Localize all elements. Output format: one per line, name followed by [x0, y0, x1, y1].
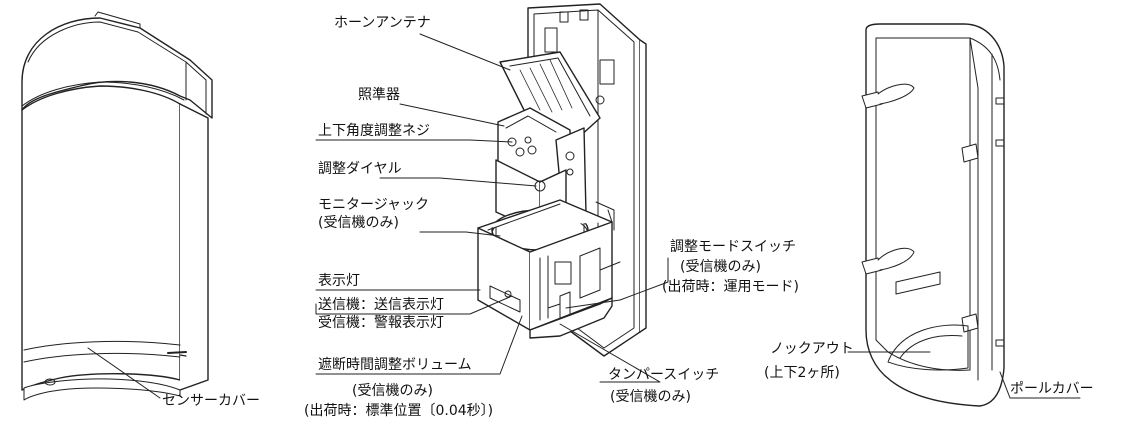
label-sensor-cover: センサーカバー	[162, 393, 260, 409]
label-sight: 照準器	[358, 87, 400, 103]
label-adjust-mode-note1: (受信機のみ)	[680, 259, 761, 275]
label-knockout: ノックアウト	[770, 341, 854, 357]
label-monitor-jack: モニタージャック	[318, 197, 430, 213]
label-indicator-lamp: 表示灯	[318, 273, 360, 289]
label-adjust-mode-note2: (出荷時：運用モード)	[662, 279, 799, 295]
label-cutoff-volume: 遮断時間調整ボリューム	[318, 357, 472, 373]
label-knockout-note: (上下2ヶ所)	[764, 365, 840, 381]
label-adjust-mode-switch: 調整モードスイッチ	[670, 239, 796, 255]
sensor-cover-drawing	[21, 11, 213, 401]
label-monitor-jack-note: (受信機のみ)	[318, 215, 399, 231]
label-vertical-angle-screw: 上下角度調整ネジ	[318, 123, 430, 139]
label-adjust-dial: 調整ダイヤル	[318, 161, 402, 177]
label-cutoff-volume-note1: (受信機のみ)	[352, 383, 433, 399]
label-horn-antenna: ホーンアンテナ	[334, 15, 431, 31]
pole-cover-drawing	[847, 23, 1081, 407]
label-pole-cover: ポールカバー	[1010, 381, 1094, 397]
label-tamper-switch-note: (受信機のみ)	[610, 389, 691, 405]
sensor-unit-drawing	[315, 3, 669, 383]
label-tamper-switch: タンパースイッチ	[608, 367, 720, 383]
label-indicator-rx: 受信機：警報表示灯	[318, 315, 444, 331]
label-indicator-tx: 送信機：送信表示灯	[318, 297, 444, 313]
label-cutoff-volume-note2: (出荷時：標準位置〔0.04秒〕)	[304, 403, 494, 419]
